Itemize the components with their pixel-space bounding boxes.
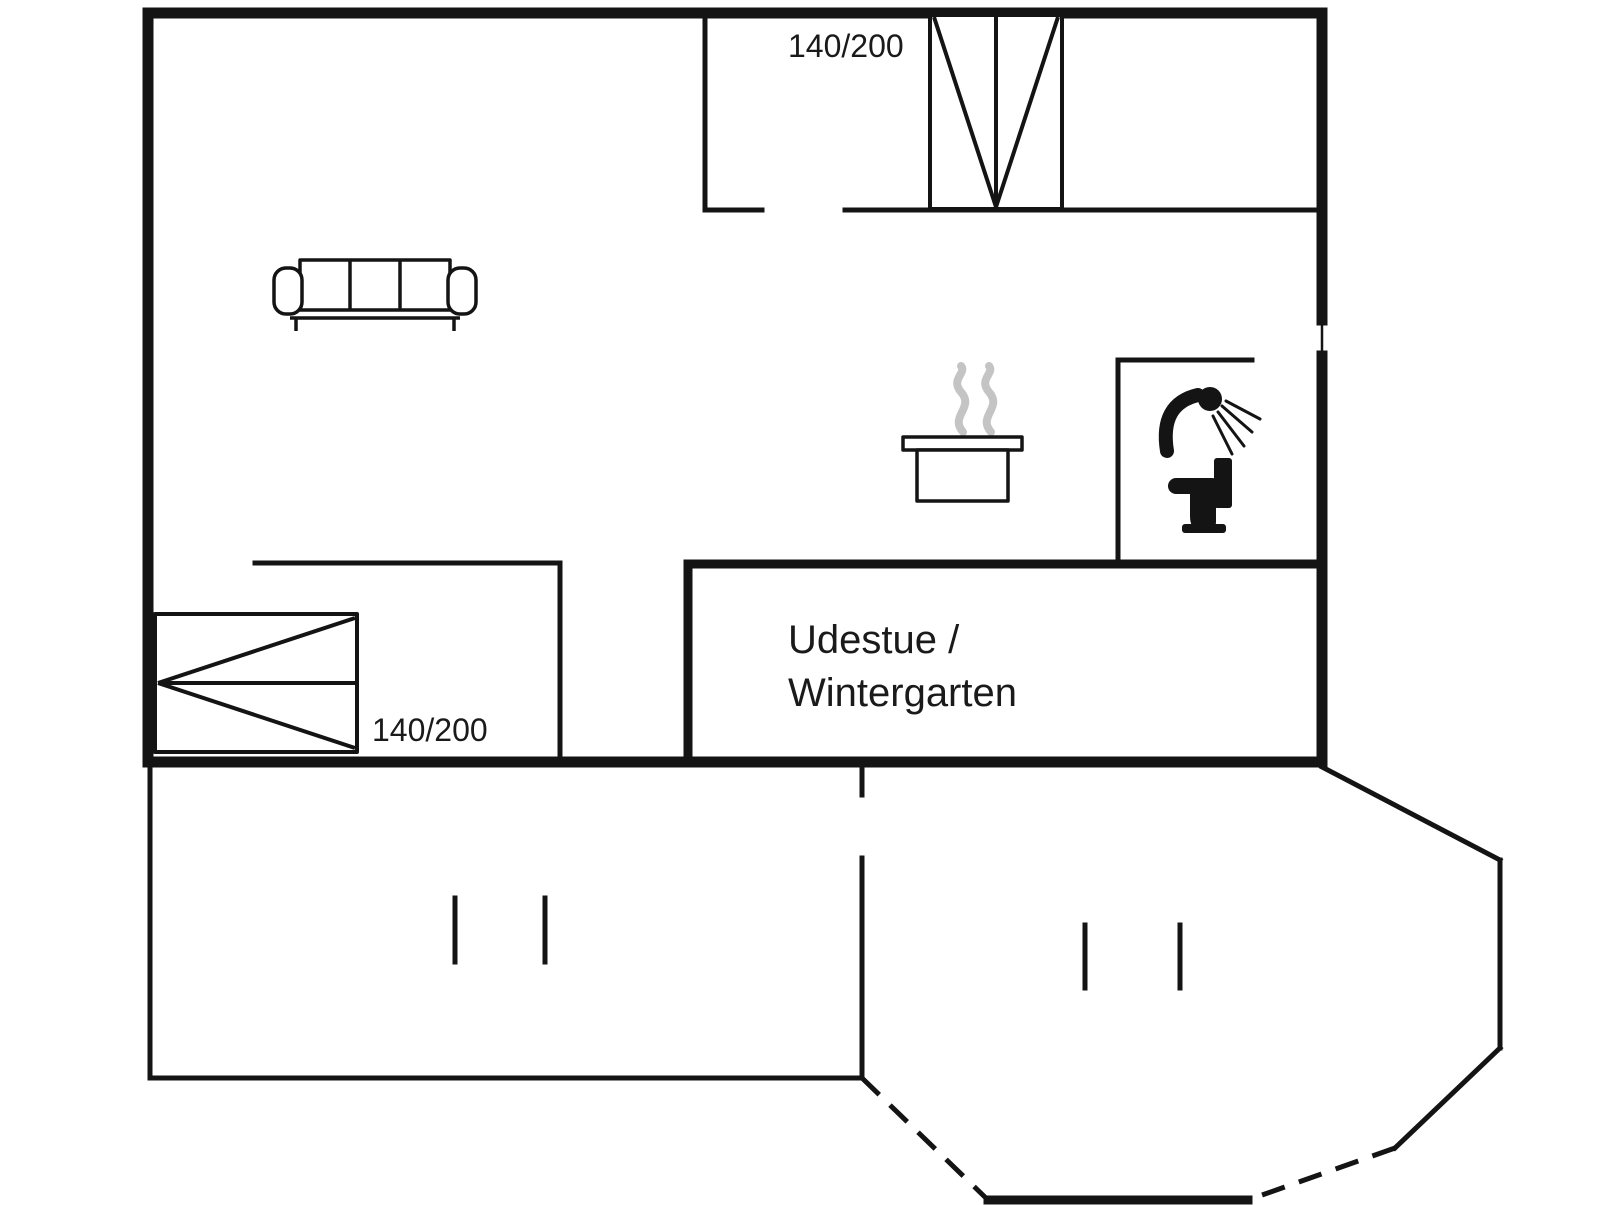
double-bed-icon-top: [928, 13, 1064, 211]
toilet-icon: [1168, 458, 1232, 533]
double-bed-icon-left: [153, 612, 359, 754]
shower-icon: [1158, 387, 1262, 458]
interior-walls: [252, 10, 1327, 767]
sofa-icon: [272, 258, 478, 331]
bed-size-label-left: 140/200: [372, 712, 488, 748]
room-label-line1: Udestue /: [788, 618, 960, 662]
door-ticks: [452, 895, 1183, 991]
steam-icon: [981, 362, 998, 436]
bed-size-label-top: 140/200: [788, 28, 904, 64]
cooking-pot-icon: [901, 362, 1024, 503]
bay-window-outline: [860, 763, 1504, 1205]
terrace-outline: [147, 759, 865, 1081]
steam-icon: [953, 362, 970, 436]
room-label-line2: Wintergarten: [788, 671, 1017, 715]
outer-walls: [142, 7, 1328, 768]
